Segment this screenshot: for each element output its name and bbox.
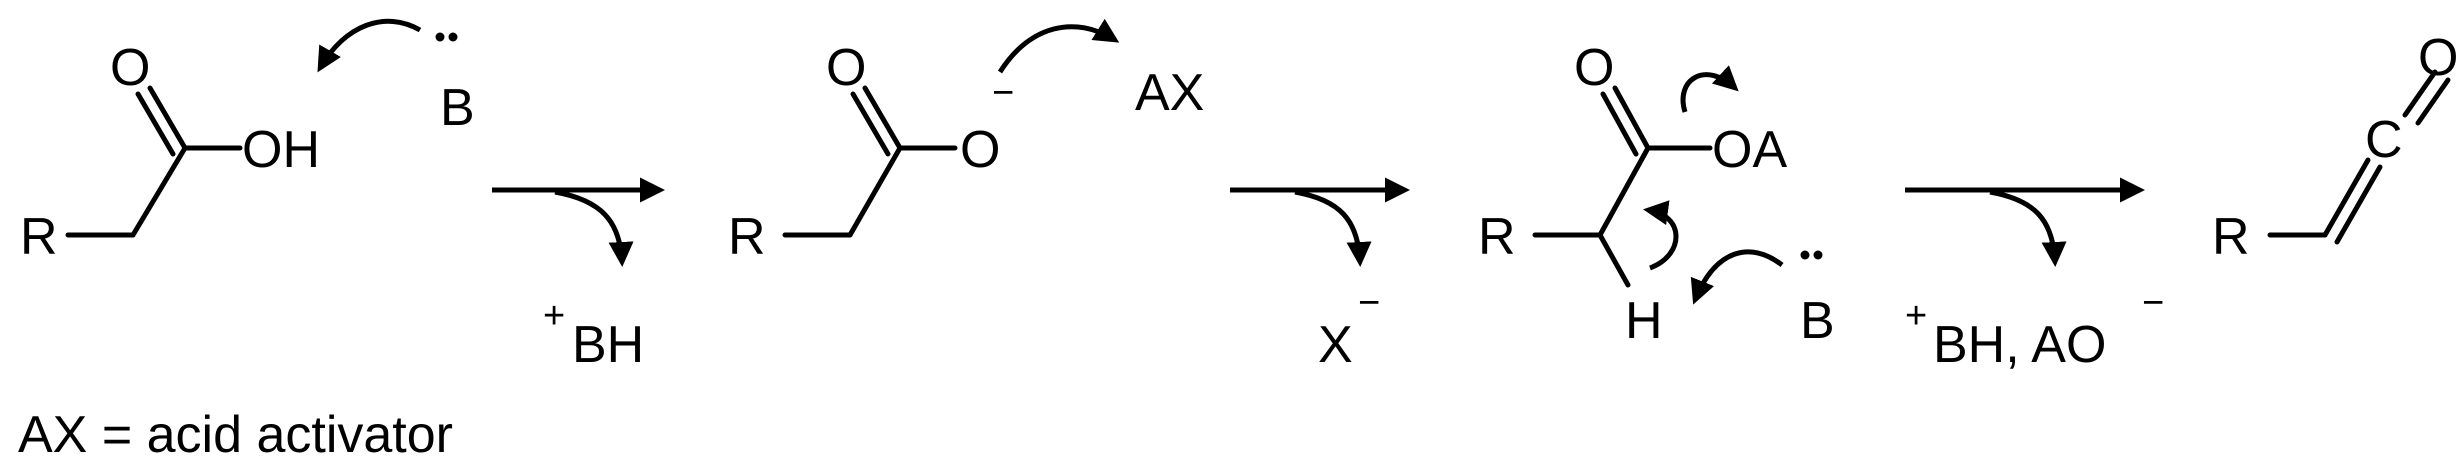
curved-arrow-base-to-h: [1690, 249, 1784, 305]
ketene-c-label: C: [2365, 111, 2403, 169]
byproduct-3-plus: +: [1905, 295, 1927, 337]
activator-footnote: AX = acid activator: [18, 406, 453, 464]
carboxylate-r-label: R: [728, 208, 766, 266]
byproduct-2-label: X: [1318, 316, 1353, 374]
byproduct-1: + BH: [543, 295, 644, 374]
base-1-label: B: [440, 79, 475, 137]
byproduct-1-plus: +: [543, 295, 565, 337]
carboxylic-acid-structure: R O OH: [20, 39, 320, 266]
acid-r-label: R: [20, 208, 58, 266]
byproduct-arrow-2: [1294, 189, 1372, 267]
base-2-label: B: [1800, 292, 1835, 350]
activated-carbonyl-o: O: [1574, 39, 1614, 97]
byproduct-3-charge: −: [2142, 282, 2164, 324]
base-2: B: [1800, 250, 1835, 350]
curved-arrow-ch-to-cc: [1643, 200, 1679, 271]
carboxylate-structure: R O O −: [728, 39, 1014, 266]
byproduct-3: + BH, AO −: [1905, 282, 2164, 374]
activated-acid-structure: R O OA H: [1478, 39, 1787, 350]
activated-alpha-h: H: [1625, 292, 1663, 350]
activated-r-label: R: [1478, 208, 1516, 266]
byproduct-arrow-3: [1989, 189, 2067, 267]
ketene-structure: R C O: [2212, 29, 2458, 266]
acid-oh-label: OH: [242, 121, 320, 179]
activator-label: AX: [1135, 64, 1204, 122]
activated-oa-label: OA: [1712, 121, 1787, 179]
carboxylate-charge: −: [992, 72, 1014, 114]
base-1: B: [435, 32, 475, 137]
byproduct-2: X −: [1318, 282, 1380, 374]
carboxylate-o-minus: O: [960, 121, 1000, 179]
byproduct-3-label: BH, AO: [1933, 316, 2106, 374]
ketene-o-label: O: [2418, 29, 2458, 87]
curved-arrow-deprotonation: [317, 18, 422, 73]
byproduct-2-charge: −: [1358, 282, 1380, 324]
curved-arrow-co-to-o: [1680, 65, 1739, 113]
curved-arrow-activation: [997, 18, 1120, 74]
ketene-r-label: R: [2212, 208, 2250, 266]
byproduct-1-label: BH: [572, 316, 644, 374]
acid-carbonyl-o: O: [110, 39, 150, 97]
byproduct-arrow-1: [554, 189, 634, 267]
carboxylate-carbonyl-o: O: [826, 39, 866, 97]
